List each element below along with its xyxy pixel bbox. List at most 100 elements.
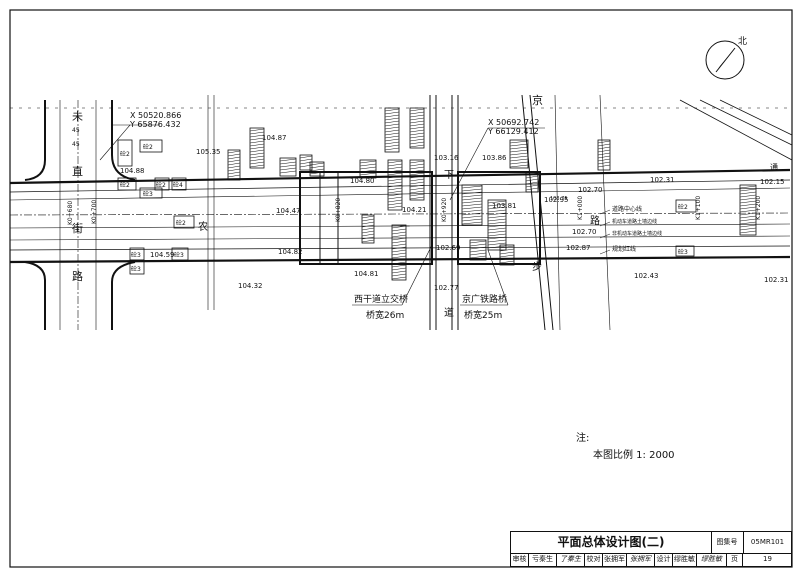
elev-10480: 104.80	[350, 177, 375, 185]
elev-10421: 104.21	[402, 206, 427, 214]
hatched-building	[361, 214, 375, 244]
hatched-building	[487, 199, 507, 251]
building-label-5: 砼3	[143, 190, 153, 198]
hatched-building	[409, 159, 425, 201]
road-char-nong: 农	[198, 220, 208, 233]
bridge-west-name: 西干道立交桥	[354, 293, 408, 305]
elev-10316: 103.16	[434, 154, 459, 162]
station-k4: K0+920	[441, 198, 448, 222]
hatched-building	[384, 107, 400, 153]
building-label-11: 砼2	[678, 203, 688, 211]
hatched-building	[227, 149, 241, 181]
elev-10381: 103.81	[492, 202, 517, 210]
elev-10482: 104.82	[278, 248, 303, 256]
drawing-title: 平面总体设计图(二)	[511, 532, 712, 553]
bridge-east-name: 京广铁路桥	[462, 293, 507, 305]
west-cross-street	[24, 100, 136, 330]
elev-10270b: 102.70	[572, 228, 597, 236]
reviewer-signature: 了秦生	[557, 553, 585, 566]
elev-10386: 103.86	[482, 154, 507, 162]
coord-west-x: X 50520.866	[130, 111, 181, 120]
notes-scale: 本图比例 1: 2000	[593, 450, 675, 461]
elev-10488: 104.88	[120, 167, 145, 175]
check-label: 校对	[585, 553, 603, 566]
station-k3: K0+820	[335, 198, 342, 222]
building-label-8: 砼3	[131, 251, 141, 259]
hatched-building	[279, 157, 297, 177]
hatched-building	[249, 127, 265, 169]
elev-10269: 102.69	[436, 244, 461, 252]
page-value: 19	[763, 555, 772, 563]
road-char-dao: 道	[444, 306, 454, 319]
hatched-building	[597, 139, 611, 171]
title-block: 平面总体设计图(二) 图集号 05MR101 审核 亏秦生 了秦生 校对 张拥军…	[510, 531, 792, 567]
building-label-3: 砼2	[156, 181, 166, 189]
checker-name: 张拥军	[603, 553, 627, 566]
building-label-1: 砼2	[143, 143, 153, 151]
design-label: 设计	[655, 553, 673, 566]
coord-west-y: Y 65876.432	[129, 120, 181, 129]
elev-10270a: 102.70	[578, 186, 603, 194]
notes-title: 注:	[576, 433, 590, 444]
elev-10487: 104.87	[262, 134, 287, 142]
hatched-building	[469, 239, 487, 261]
building-label-12: 砼3	[678, 248, 688, 256]
building-label-2: 砼2	[120, 181, 130, 189]
building-label-7: 砼2	[120, 150, 130, 158]
coord-east-x: X 50692.742	[488, 118, 539, 127]
elev-10231b: 102.31	[764, 276, 789, 284]
hatched-building	[409, 107, 425, 149]
station-k1: K0+680	[67, 201, 74, 225]
north-arrow	[705, 40, 745, 80]
hatched-building	[391, 224, 407, 281]
building-label-9: 砼3	[174, 251, 184, 259]
elev-10535: 105.35	[196, 148, 221, 156]
hatched-building	[739, 184, 757, 236]
hatched-building	[387, 159, 403, 211]
reviewer-name: 亏秦生	[529, 553, 557, 566]
sheet-frame	[9, 9, 793, 568]
hatched-building	[525, 171, 539, 193]
station-k2: K0+700	[91, 200, 98, 224]
bridge-leaders	[352, 244, 509, 306]
road-char-jing: 京	[532, 93, 543, 107]
bridge-west-width: 桥宽26m	[366, 309, 404, 321]
road-char-wei: 未	[72, 110, 83, 123]
hatched-building	[461, 184, 483, 226]
bridge-outlines	[299, 171, 541, 265]
road-char-jie: 街	[72, 221, 83, 235]
hatched-building	[299, 154, 313, 171]
elev-10277: 102.77	[434, 284, 459, 292]
station-k5: K1+000	[577, 196, 584, 220]
hatched-buildings	[227, 107, 757, 281]
notes-block: 注: 本图比例 1: 2000	[576, 430, 675, 464]
elev-10432: 104.32	[238, 282, 263, 290]
bridge-east-width: 桥宽25m	[464, 309, 502, 321]
road-char-bu: 步	[532, 261, 542, 273]
road-char-yi: 一	[400, 222, 410, 233]
road-char-lu-east: 路	[590, 214, 600, 227]
legend-motor: 机动车道路土墙边线	[612, 218, 657, 225]
legend-center: 道路中心线	[612, 205, 642, 213]
checker-signature: 张拥军	[627, 553, 655, 566]
legend-planning: 规划红线	[612, 245, 636, 253]
hatched-building	[359, 159, 377, 179]
road-char-xia: 下	[444, 170, 454, 181]
road-char-lu-south: 路	[72, 270, 83, 283]
set-value: 05MR101	[750, 538, 785, 546]
elev-10295: 102.95	[544, 196, 569, 204]
building-label-10: 砼3	[131, 265, 141, 273]
set-label: 图集号	[711, 532, 744, 553]
road-char-tong: 通	[770, 162, 778, 172]
elev-10287: 102.87	[566, 244, 591, 252]
road-char-zhi: 直	[72, 164, 83, 178]
hatched-building	[499, 244, 515, 266]
elev-10243: 102.43	[634, 272, 659, 280]
elev-10231a: 102.31	[650, 176, 675, 184]
elev-10459: 104.59	[150, 251, 175, 259]
station-k6: K1+100	[695, 196, 702, 220]
elev-10481: 104.81	[354, 270, 379, 278]
coordinate-leaders	[99, 124, 545, 201]
designer-name: 缪胜敏	[673, 553, 697, 566]
ne-diagonal-roads	[679, 99, 793, 161]
